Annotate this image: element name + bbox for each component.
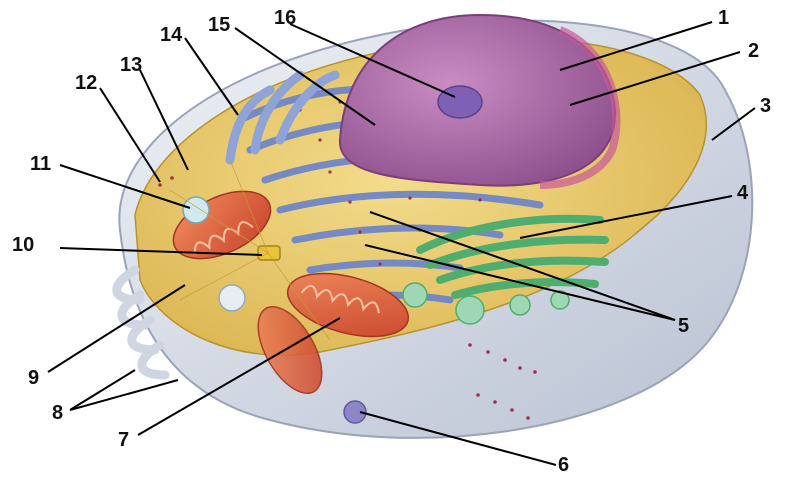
label-15: 15 [208,15,230,35]
label-14: 14 [160,25,182,45]
label-2: 2 [748,41,759,61]
label-9: 9 [28,368,39,388]
label-4: 4 [737,183,748,203]
label-6: 6 [558,455,569,475]
centriole [258,246,280,260]
nucleolus [438,86,482,118]
label-16: 16 [274,8,296,28]
label-5: 5 [678,316,689,336]
label-13: 13 [120,55,142,75]
label-10: 10 [12,235,34,255]
label-1: 1 [718,8,729,28]
leader-12 [100,88,160,182]
leader-8b [70,380,178,410]
label-7: 7 [118,430,129,450]
label-12: 12 [75,73,97,93]
label-8: 8 [52,403,63,423]
label-3: 3 [760,96,771,116]
leader-8a [70,370,135,410]
vacuole [219,285,245,311]
label-11: 11 [30,154,51,174]
